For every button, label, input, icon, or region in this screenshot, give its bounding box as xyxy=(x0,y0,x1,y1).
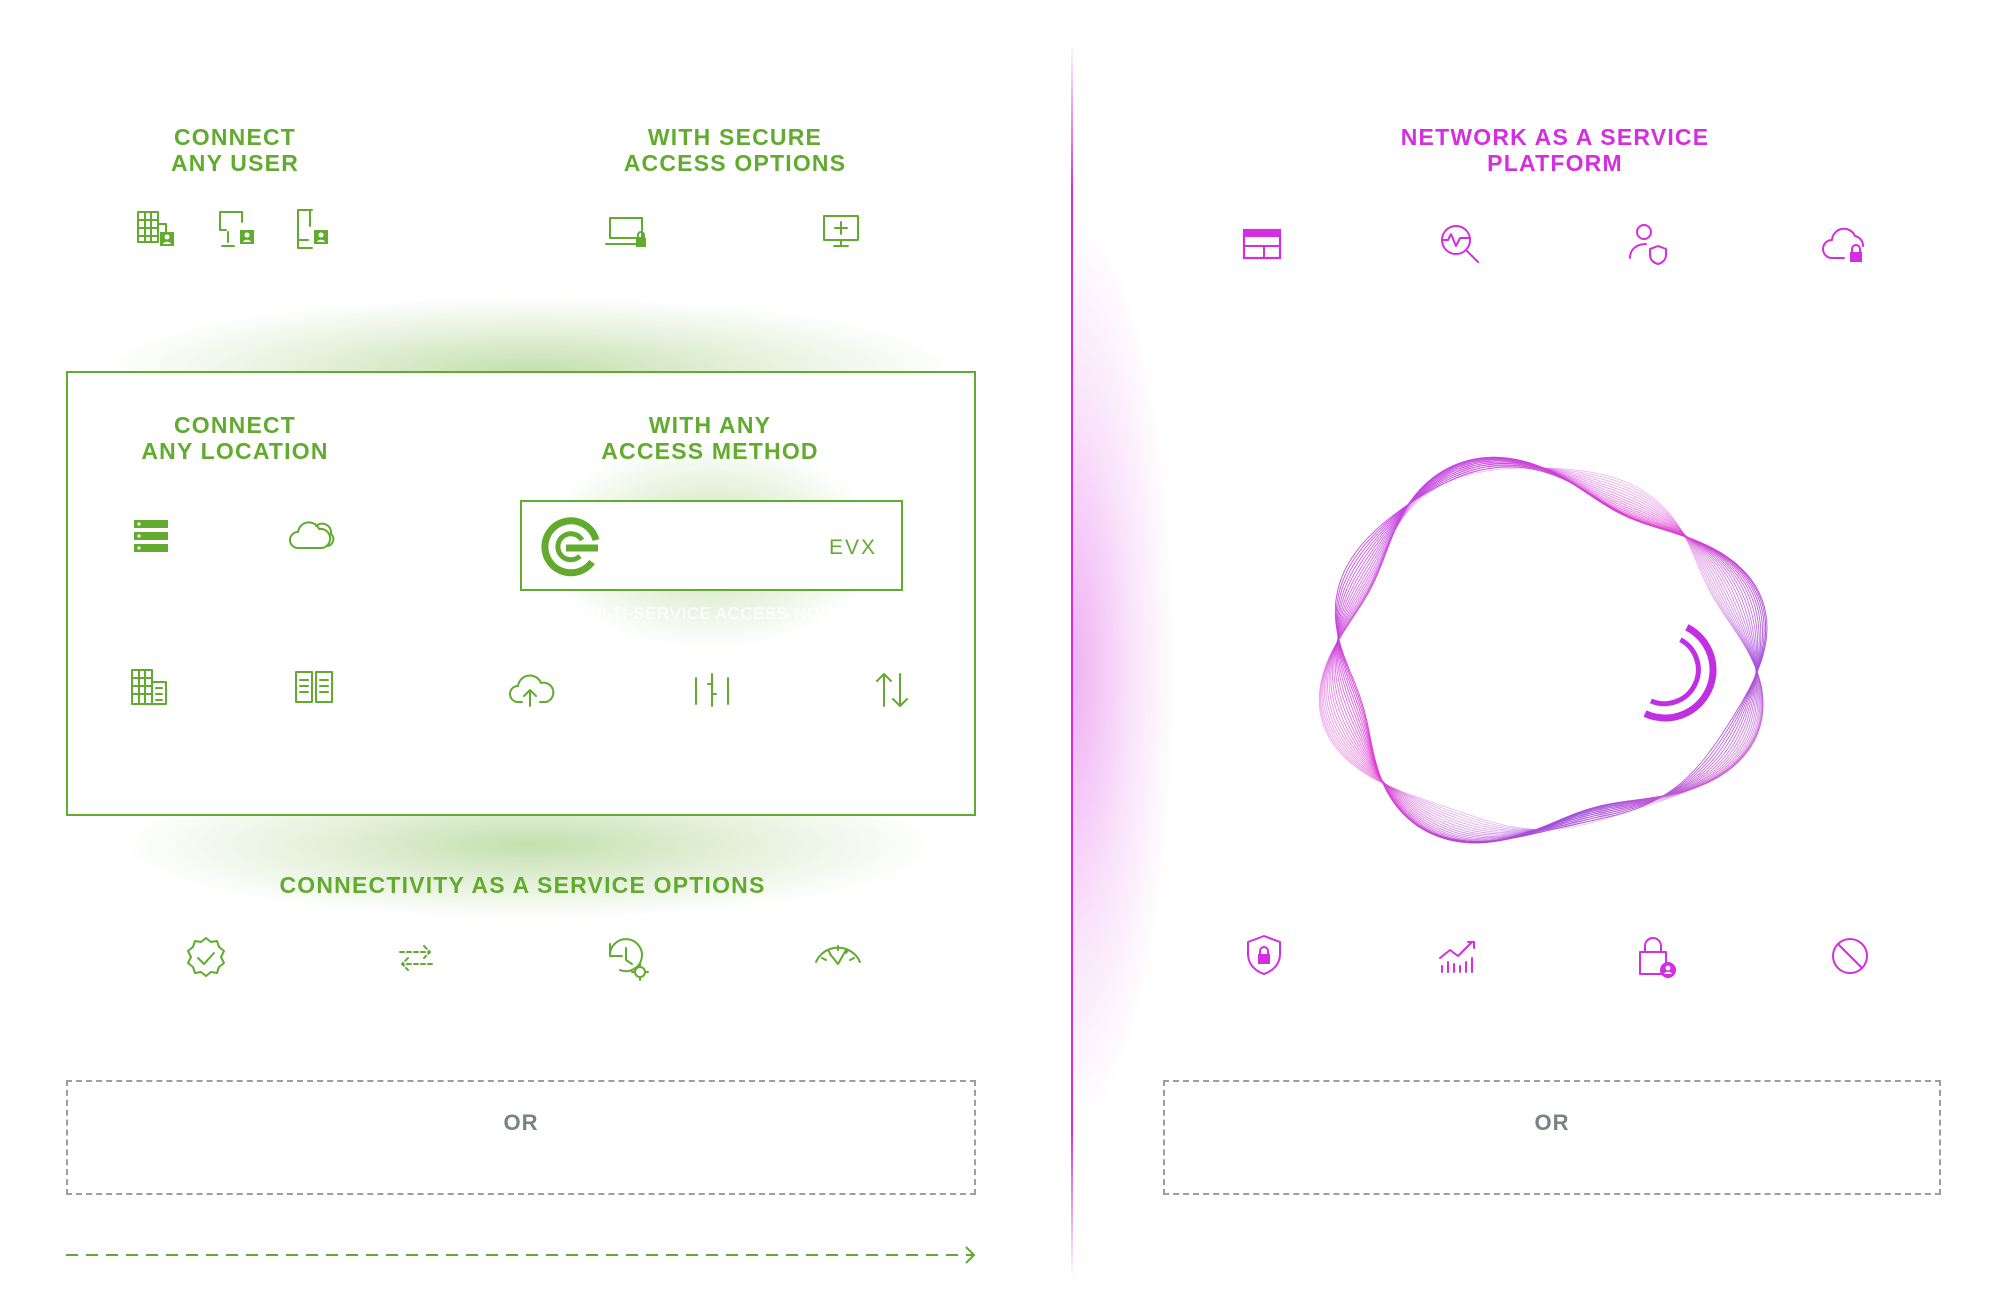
exchange-arrows-icon xyxy=(392,934,440,982)
ring-accent-arc xyxy=(1649,637,1701,707)
history-settings-icon xyxy=(602,934,650,982)
ring-wave xyxy=(1335,456,1757,842)
building-user-icon xyxy=(134,206,182,254)
monitor-plus-icon xyxy=(820,210,868,258)
browser-window-icon xyxy=(1238,220,1286,268)
office-building-icon xyxy=(128,664,176,712)
blocked-icon xyxy=(1826,932,1874,980)
caas-title: CONNECTIVITY AS A SERVICE OPTIONS xyxy=(279,872,766,898)
up-down-arrows-icon xyxy=(868,666,916,714)
ring-wave xyxy=(1336,457,1758,843)
user-shield-icon xyxy=(1626,220,1674,268)
platform-ring xyxy=(1318,456,1768,844)
analytics-chart-icon xyxy=(1434,932,1482,980)
cloud-upload-icon xyxy=(508,666,556,714)
evx-caption: MULTI-SERVICE ACCESS NODE xyxy=(575,604,845,623)
or-label-right: OR xyxy=(1534,1110,1570,1135)
ring-wave xyxy=(1335,464,1767,843)
evx-card[interactable]: EVX xyxy=(520,500,903,591)
dashed-arrow xyxy=(66,1246,976,1264)
link-bars-icon xyxy=(688,666,736,714)
or-box-right: OR xyxy=(1163,1080,1941,1195)
mobile-user-icon xyxy=(290,206,338,254)
ring-wave xyxy=(1334,466,1768,842)
cloud-icon xyxy=(286,512,335,560)
evx-logo-icon xyxy=(541,517,600,577)
center-divider xyxy=(1071,40,1073,1280)
cloud-lock-icon xyxy=(1820,220,1868,268)
data-center-icon xyxy=(292,664,340,712)
search-pulse-icon xyxy=(1436,220,1484,268)
verified-badge-icon xyxy=(182,934,230,982)
speed-gauge-icon xyxy=(814,934,862,982)
access-method-title: WITH ANYACCESS METHOD xyxy=(601,412,817,464)
desktop-user-icon xyxy=(214,206,262,254)
or-label-left: OR xyxy=(503,1110,539,1135)
evx-label: EVX xyxy=(828,536,877,559)
ring-wave xyxy=(1318,467,1763,830)
shield-lock-icon xyxy=(1240,932,1288,980)
lock-user-icon xyxy=(1632,932,1680,980)
server-stack-icon xyxy=(128,512,176,560)
access-box xyxy=(66,371,976,816)
or-box-left: OR xyxy=(66,1080,976,1195)
ring-accent-arc xyxy=(1643,624,1717,722)
magenta-glow xyxy=(1071,60,1211,1280)
laptop-lock-icon xyxy=(604,210,652,258)
